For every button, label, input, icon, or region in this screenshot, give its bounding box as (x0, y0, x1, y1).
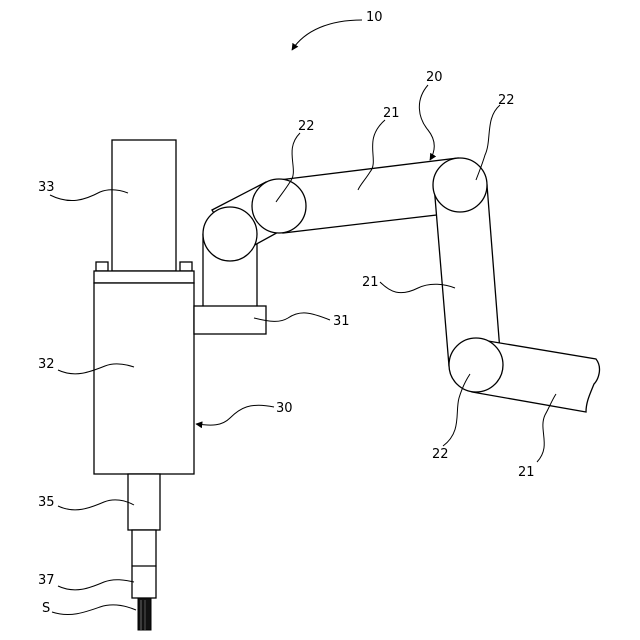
label-joint-lower: 22 (432, 447, 449, 462)
bolt-right (180, 262, 192, 271)
label-motor: 33 (38, 180, 55, 195)
main-body (94, 283, 194, 474)
label-device: 10 (366, 10, 383, 25)
label-unit: 30 (276, 401, 293, 416)
arm-joint-base (203, 207, 257, 261)
shaft (128, 474, 160, 530)
label-shaft: 35 (38, 495, 55, 510)
label-link-lower: 21 (518, 465, 535, 480)
label-joint-upper-right: 22 (498, 93, 515, 108)
bolt-left (96, 262, 108, 271)
cap-plate (94, 271, 194, 283)
arm-joint-lower (449, 338, 503, 392)
label-robot-arm: 20 (426, 70, 443, 85)
label-bracket: 31 (333, 314, 350, 329)
robot-arm (203, 158, 600, 412)
tip-holder (132, 530, 156, 598)
bracket-plate (194, 306, 266, 334)
processing-unit (94, 140, 194, 630)
label-body: 32 (38, 357, 55, 372)
label-link-vertical: 21 (362, 275, 379, 290)
label-joint-upper-left: 22 (298, 119, 315, 134)
arm-joint-upper-left (252, 179, 306, 233)
label-link-upper: 21 (383, 106, 400, 121)
label-sample: S (42, 601, 50, 616)
label-tip-holder: 37 (38, 573, 55, 588)
motor-housing (112, 140, 176, 271)
arm-joint-upper-right (433, 158, 487, 212)
